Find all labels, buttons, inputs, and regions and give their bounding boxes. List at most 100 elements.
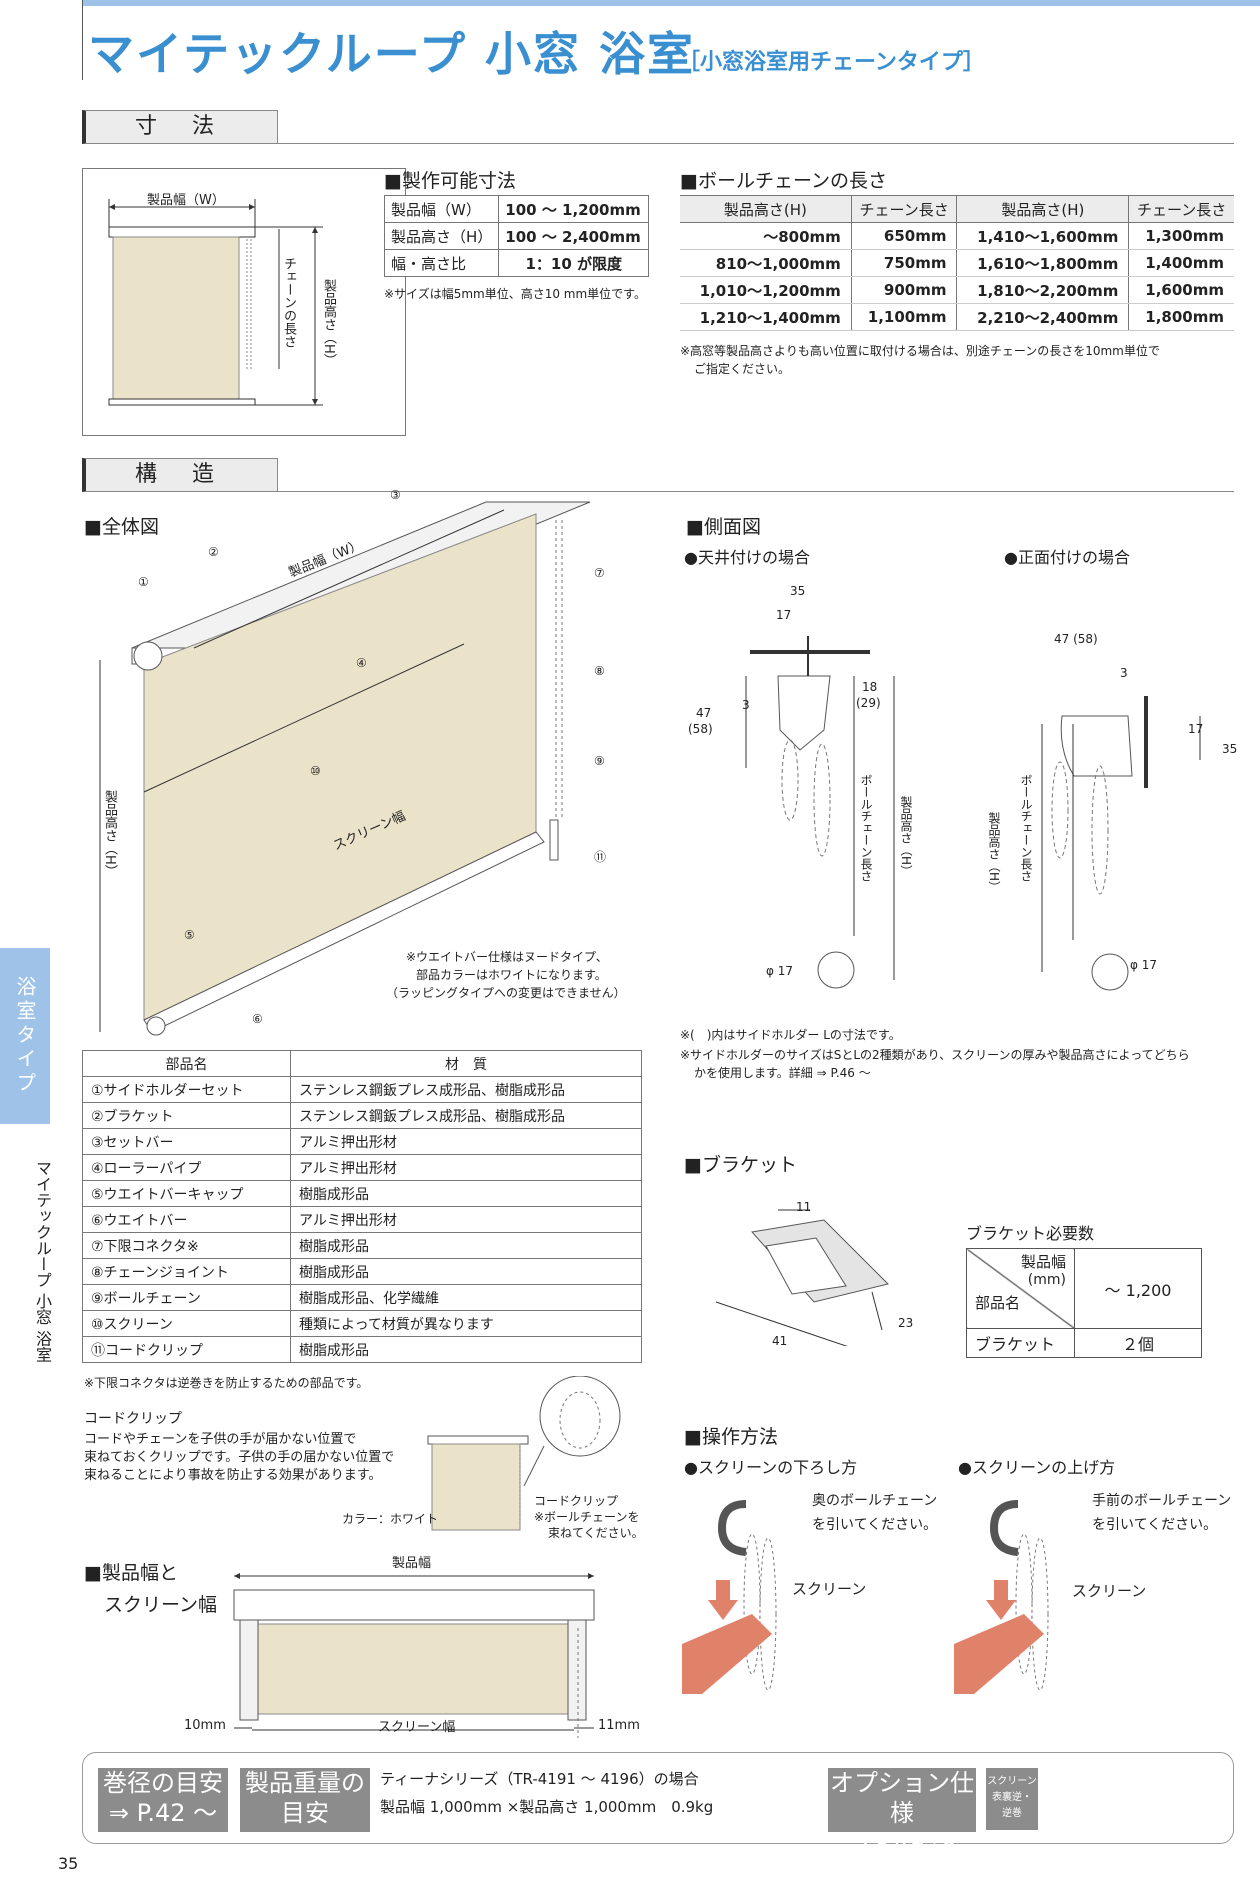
part-material: 樹脂成形品 xyxy=(290,1232,642,1259)
cord-clip-text-3: 束ねることにより事故を防止する効果があります。 xyxy=(84,1468,382,1483)
dimension-diagram: 製品幅（W） チェーンの長さ 製品高さ（H） xyxy=(82,168,406,436)
part-material: 樹脂成形品、化学繊維 xyxy=(290,1284,642,1311)
spec-key: 製品幅（W） xyxy=(383,195,500,223)
part-material: アルミ押出形材 xyxy=(290,1128,642,1155)
part-material: 樹脂成形品 xyxy=(290,1258,642,1285)
side-note-3: かを使用します。詳細 ⇒ P.46 ～ xyxy=(694,1066,871,1080)
part-name: ⑤ウエイトバーキャップ xyxy=(82,1180,291,1207)
chain-length-note-1: ※高窓等製品高さよりも高い位置に取付ける場合は、別途チェーンの長さを10mm単位… xyxy=(680,344,1160,358)
diagram-height-label: 製品高さ（H） xyxy=(321,279,336,367)
operation-down-screen: スクリーン xyxy=(792,1580,867,1598)
bracket-row-head: 部品名 xyxy=(975,1294,1021,1312)
chain-cell: 810～1,000mm xyxy=(680,249,852,277)
part-material: アルミ押出形材 xyxy=(290,1206,642,1233)
chain-cell: 1,210～1,400mm xyxy=(680,303,852,331)
diagram-width-label: 製品幅（W） xyxy=(147,193,225,208)
part-name: ⑦下限コネクタ※ xyxy=(82,1232,291,1259)
top-accent-bar xyxy=(82,0,1260,6)
chain-length-heading: ■ボールチェーンの長さ xyxy=(680,170,888,192)
manufacturable-heading: ■製作可能寸法 xyxy=(384,170,516,192)
operation-down-text-1: 奥のボールチェーン xyxy=(812,1493,938,1509)
chain-cell: 1,800mm xyxy=(1128,303,1234,331)
bracket-col-head-1: 製品幅 xyxy=(1020,1253,1066,1271)
part-material: ステンレス鋼鈑プレス成形品、樹脂成形品 xyxy=(290,1102,642,1129)
option-link[interactable]: オプション仕様 ⇒ P.49 ～ xyxy=(828,1768,976,1857)
product-width-label: 製品幅 xyxy=(392,1556,432,1571)
overall-number: ⑨ xyxy=(594,754,605,768)
section-rule xyxy=(278,143,1234,144)
part-material: 種類によって材質が異なります xyxy=(290,1310,642,1337)
dim-phi17b: φ 17 xyxy=(1130,958,1157,972)
operation-down-title: ●スクリーンの下ろし方 xyxy=(684,1458,858,1477)
dim-17: 17 xyxy=(776,608,792,622)
table-row: ⑦下限コネクタ※樹脂成形品 xyxy=(82,1232,642,1259)
table-row: ⑨ボールチェーン樹脂成形品、化学繊維 xyxy=(82,1284,642,1311)
winding-link[interactable]: 巻径の目安 ⇒ P.42 ～ xyxy=(98,1768,228,1832)
part-material: 樹脂成形品 xyxy=(290,1336,642,1363)
chain-header: 製品高さ(H) xyxy=(680,195,852,223)
bracket-dim-11: 11 xyxy=(796,1200,812,1214)
chain-cell: 1,400mm xyxy=(1128,249,1234,277)
part-material: 樹脂成形品 xyxy=(290,1180,642,1207)
cord-clip-text-2: 束ねておくクリップです。子供の手の届かない位置で xyxy=(84,1450,395,1465)
cord-clip-color: カラー：ホワイト xyxy=(342,1512,439,1526)
dim-35b: 35 xyxy=(1222,742,1238,756)
parts-header: 材 質 xyxy=(290,1050,642,1077)
part-name: ④ローラーパイプ xyxy=(82,1154,291,1181)
dim-phi17: φ 17 xyxy=(766,964,793,978)
overall-diagram xyxy=(99,501,591,1036)
cord-clip-label-note-1: ※ボールチェーンを xyxy=(534,1510,640,1524)
weight-label-1: 製品重量の xyxy=(245,1769,365,1797)
parts-header: 部品名 xyxy=(82,1050,291,1077)
chain-header: チェーン長さ xyxy=(1128,195,1234,223)
option-badge-line-2: 表裏逆・ xyxy=(992,1792,1032,1803)
chain-length-note-2: ご指定ください。 xyxy=(694,362,791,376)
option-label-1: オプション仕様 xyxy=(830,1769,974,1827)
cord-clip-label: コードクリップ xyxy=(534,1494,619,1508)
chain-header: チェーン長さ xyxy=(851,195,958,223)
manufacturable-table: 製品幅（W）100 ～ 1,200mm 製品高さ（H）100 ～ 2,400mm… xyxy=(383,195,650,277)
side-height-label: 製品高さ（H） xyxy=(899,796,913,878)
weight-label-2: 目安 xyxy=(281,1799,329,1827)
cord-clip-title: コードクリップ xyxy=(84,1411,182,1427)
operation-drawing xyxy=(682,1500,1049,1694)
left-gap-label: 10mm xyxy=(184,1718,226,1733)
option-badge-line-1: スクリーン xyxy=(987,1776,1037,1787)
overall-number: ③ xyxy=(390,488,401,502)
bracket-dim-23: 23 xyxy=(898,1316,914,1330)
chain-cell: ～800mm xyxy=(680,222,852,250)
bracket-heading: ■ブラケット xyxy=(684,1154,797,1176)
overall-number: ⑩ xyxy=(310,764,321,778)
width-screen-drawing xyxy=(233,1573,595,1738)
operation-heading: ■操作方法 xyxy=(684,1426,778,1448)
overall-number: ① xyxy=(138,575,149,589)
dimension-diagram-drawing xyxy=(108,199,323,406)
winding-label-2: ⇒ P.42 ～ xyxy=(108,1799,218,1827)
chain-cell: 750mm xyxy=(851,249,958,277)
chain-cell: 1,100mm xyxy=(851,303,958,331)
table-row: ⑤ウエイトバーキャップ樹脂成形品 xyxy=(82,1180,642,1207)
bracket-range: ～ 1,200 xyxy=(1074,1248,1202,1329)
width-screen-heading-1: ■製品幅と xyxy=(84,1562,178,1584)
overall-number: ④ xyxy=(356,656,367,670)
manufacturable-note: ※サイズは幅5mm単位、高さ10 mm単位です。 xyxy=(384,287,646,301)
overall-number: ⑤ xyxy=(184,928,195,942)
bracket-diagonal-cell: 製品幅 (mm) 部品名 xyxy=(966,1248,1075,1329)
part-name: ⑪コードクリップ xyxy=(82,1336,291,1363)
bracket-col-head-2: (mm) xyxy=(1027,1272,1066,1288)
chain-cell: 650mm xyxy=(851,222,958,250)
width-screen-heading-2: スクリーン幅 xyxy=(104,1594,218,1616)
overall-note-1: ※ウエイトバー仕様はヌードタイプ、 xyxy=(406,950,608,964)
side-chain-label: ボールチェーン長さ xyxy=(859,774,873,882)
front-mount-label: ●正面付けの場合 xyxy=(1004,548,1130,567)
chain-cell: 900mm xyxy=(851,276,958,304)
dim-35: 35 xyxy=(790,584,806,598)
overall-note-2: 部品カラーはホワイトになります。 xyxy=(416,968,607,982)
part-name: ⑥ウエイトバー xyxy=(82,1206,291,1233)
overall-number: ⑥ xyxy=(252,1012,263,1026)
option-label-2: ⇒ P.49 ～ xyxy=(847,1829,957,1857)
